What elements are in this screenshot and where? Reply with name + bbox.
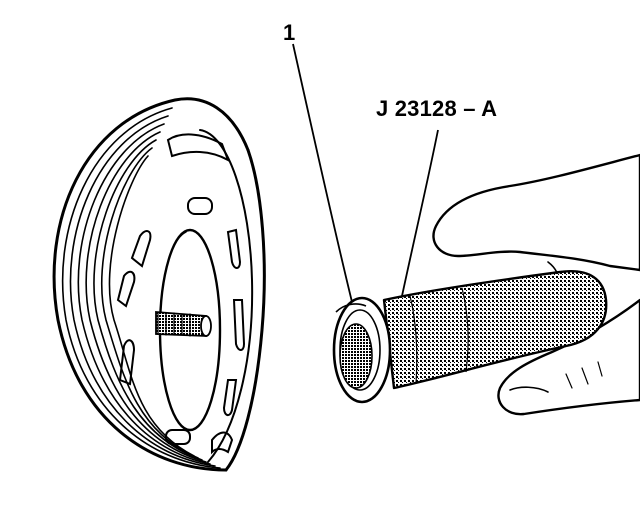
pulley-slots [116,133,246,455]
tool-body [382,270,608,390]
leader-tool-label [401,129,439,297]
crank-stud [155,311,212,337]
tool-part-number-label: J 23128 – A [376,96,498,121]
hand-back [432,153,640,272]
pulley-outer-rim [52,97,250,472]
pulley-hub-edge [224,148,266,472]
seal-tool [332,270,608,404]
seal-face [339,323,373,389]
hand [432,153,640,416]
pulley-grooves [61,107,221,469]
leader-callout-1 [292,43,353,303]
callout-number: 1 [283,20,296,45]
leader-lines [292,43,439,303]
pulley [52,97,266,472]
